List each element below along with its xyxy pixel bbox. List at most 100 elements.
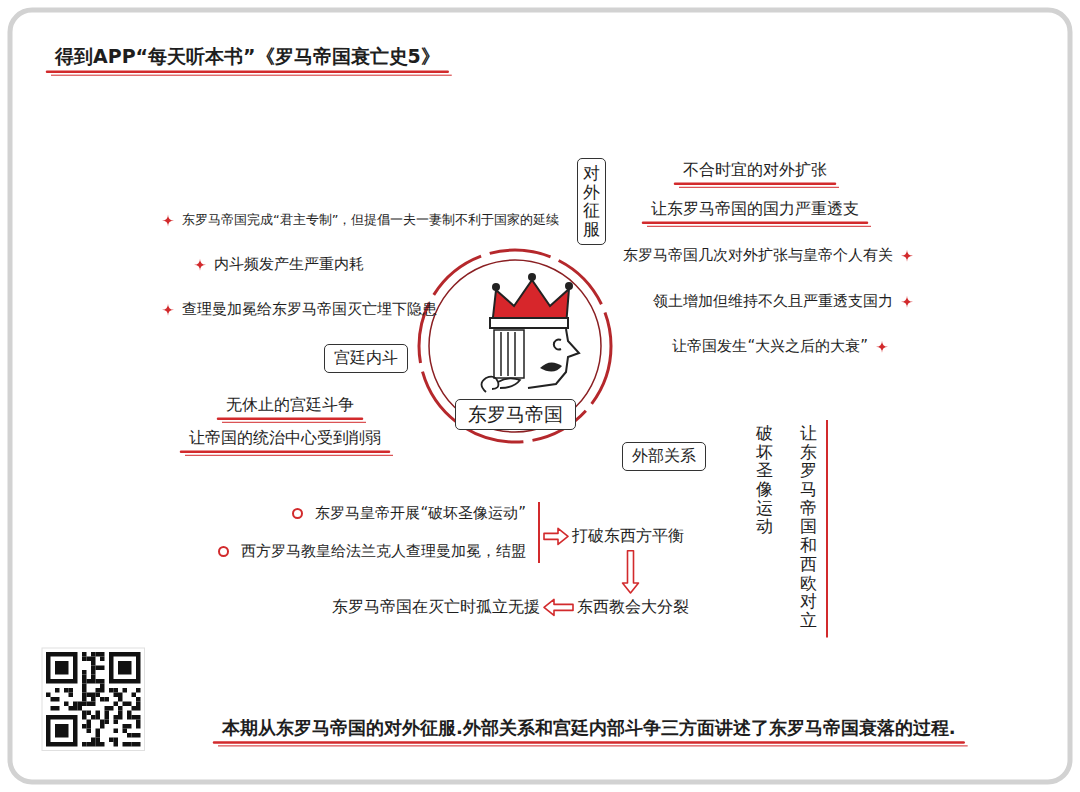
- qr-module: [123, 724, 128, 729]
- qr-module: [136, 720, 141, 725]
- qr-module: [96, 711, 101, 716]
- qr-module: [118, 697, 123, 702]
- qr-module: [82, 693, 87, 698]
- section-heading: 不合时宜的对外扩张: [683, 160, 827, 181]
- crown-ball: [492, 283, 500, 291]
- qr-module: [96, 693, 101, 698]
- qr-module: [91, 742, 96, 747]
- qr-module: [132, 693, 137, 698]
- qr-module: [55, 688, 60, 693]
- vertical-note: 让东罗马帝国和西欧对立: [800, 424, 817, 630]
- scroll-curl: [482, 377, 521, 392]
- qr-module: [64, 688, 69, 693]
- qr-module: [114, 738, 119, 743]
- circle-bullet: [292, 508, 303, 519]
- qr-module: [114, 715, 119, 720]
- underline: [218, 745, 968, 746]
- bullet-row: 西方罗马教皇给法兰克人查理曼加冕，结盟: [218, 542, 526, 562]
- qr-module: [100, 684, 105, 689]
- qr-module: [123, 729, 128, 734]
- node-text: 东西教会大分裂: [577, 597, 689, 618]
- star-bullet: [876, 341, 888, 353]
- qr-module: [96, 688, 101, 693]
- qr-finder: [118, 661, 132, 675]
- branch-box: 外部关系: [622, 442, 706, 471]
- qr-module: [136, 702, 141, 707]
- qr-module: [114, 720, 119, 725]
- qr-module: [105, 715, 110, 720]
- star-bullet: [901, 250, 913, 262]
- qr-module: [96, 679, 101, 684]
- circle-bullet: [218, 546, 229, 557]
- qr-module: [87, 720, 92, 725]
- qr-module: [51, 706, 56, 711]
- underline: [643, 222, 867, 225]
- eye: [554, 339, 561, 349]
- bullet-row: 东罗马皇帝开展“破坏圣像运动”: [292, 504, 526, 524]
- qr-ground: [42, 648, 145, 751]
- qr-module: [82, 684, 87, 689]
- qr-finder: [55, 661, 69, 675]
- qr-module: [136, 715, 141, 720]
- node-text: 外部关系: [632, 446, 696, 467]
- qr-module: [132, 742, 137, 747]
- qr-module: [69, 693, 74, 698]
- qr-finder: [46, 715, 78, 747]
- qr-module: [100, 724, 105, 729]
- underline: [679, 187, 839, 188]
- hair: [494, 330, 524, 378]
- qr-module: [136, 742, 141, 747]
- caption: 本期从东罗马帝国的对外征服.外部关系和宫廷内部斗争三方面讲述了东罗马帝国衰落的过…: [222, 716, 956, 739]
- underline: [181, 451, 389, 454]
- qr-module: [96, 738, 101, 743]
- qr-module: [109, 688, 114, 693]
- qr-module: [96, 715, 101, 720]
- underline: [222, 422, 366, 423]
- qr-module: [136, 697, 141, 702]
- qr-finder: [51, 720, 74, 743]
- qr-module: [91, 670, 96, 675]
- qr-finder: [46, 652, 78, 684]
- qr-module: [91, 652, 96, 657]
- qr-module: [96, 742, 101, 747]
- qr-finder: [114, 657, 137, 680]
- qr-module: [105, 706, 110, 711]
- qr-module: [127, 733, 132, 738]
- qr-module: [136, 688, 141, 693]
- section-heading: 让帝国的统治中心受到削弱: [189, 428, 381, 449]
- title: 得到APP“每天听本书”《罗马帝国衰亡史5》: [55, 44, 440, 69]
- qr-module: [96, 666, 101, 671]
- qr-module: [91, 738, 96, 743]
- qr-module: [100, 720, 105, 725]
- qr-finder: [109, 652, 141, 684]
- qr-module: [82, 702, 87, 707]
- qr-module: [127, 724, 132, 729]
- qr-module: [109, 738, 114, 743]
- qr-module: [123, 742, 128, 747]
- node-text: 东罗马帝国在灭亡时孤立无援: [332, 597, 540, 618]
- bullet-text: 让帝国发生“大兴之后的大衰”: [672, 337, 868, 357]
- underline: [218, 418, 362, 421]
- section-heading: 让东罗马帝国的国力严重透支: [651, 199, 859, 220]
- qr-code: [42, 648, 145, 751]
- qr-module: [114, 693, 119, 698]
- qr-module: [96, 652, 101, 657]
- qr-module: [87, 724, 92, 729]
- qr-module: [78, 702, 83, 707]
- vertical-note: 破坏圣像运动: [756, 424, 773, 536]
- qr-module: [91, 702, 96, 707]
- arrow-shape: [544, 599, 573, 615]
- underline: [51, 75, 452, 76]
- qr-module: [118, 706, 123, 711]
- qr-module: [96, 729, 101, 734]
- bullet-text: 查理曼加冕给东罗马帝国灭亡埋下隐患: [182, 300, 437, 320]
- page-frame: [10, 10, 1070, 782]
- qr-finder: [55, 724, 69, 738]
- arrow-shape: [623, 551, 639, 593]
- qr-module: [82, 675, 87, 680]
- qr-module: [136, 733, 141, 738]
- node-text: 东罗马帝国: [468, 402, 563, 427]
- bullet-text: 西方罗马教皇给法兰克人查理曼加冕，结盟: [241, 542, 526, 562]
- underline: [675, 183, 835, 186]
